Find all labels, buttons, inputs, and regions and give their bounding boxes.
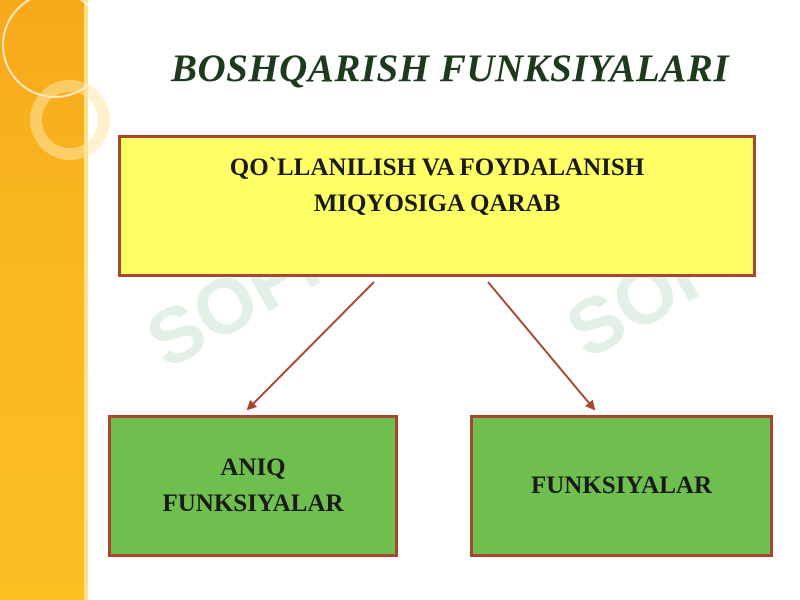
- top-box-line1: QO`LLANILISH VA FOYDALANISH: [229, 154, 645, 181]
- arrow-to-left-box: [246, 281, 375, 411]
- sidebar-edge: [84, 0, 88, 600]
- top-category-box: QO`LLANILISH VA FOYDALANISH MIQYOSIGA QA…: [118, 135, 756, 277]
- arrow-to-right-box: [487, 281, 596, 411]
- right-function-box: FUNKSIYALAR: [470, 415, 773, 557]
- left-box-line1: ANIQ: [220, 454, 286, 481]
- top-box-line2: MIQYOSIGA QARAB: [313, 190, 561, 217]
- right-box-label: FUNKSIYALAR: [530, 472, 713, 499]
- left-box-line2: FUNKSIYALAR: [162, 490, 344, 517]
- page-title: BOSHQARISH FUNKSIYALARI: [170, 47, 730, 90]
- left-function-box: ANIQ FUNKSIYALAR: [108, 415, 398, 557]
